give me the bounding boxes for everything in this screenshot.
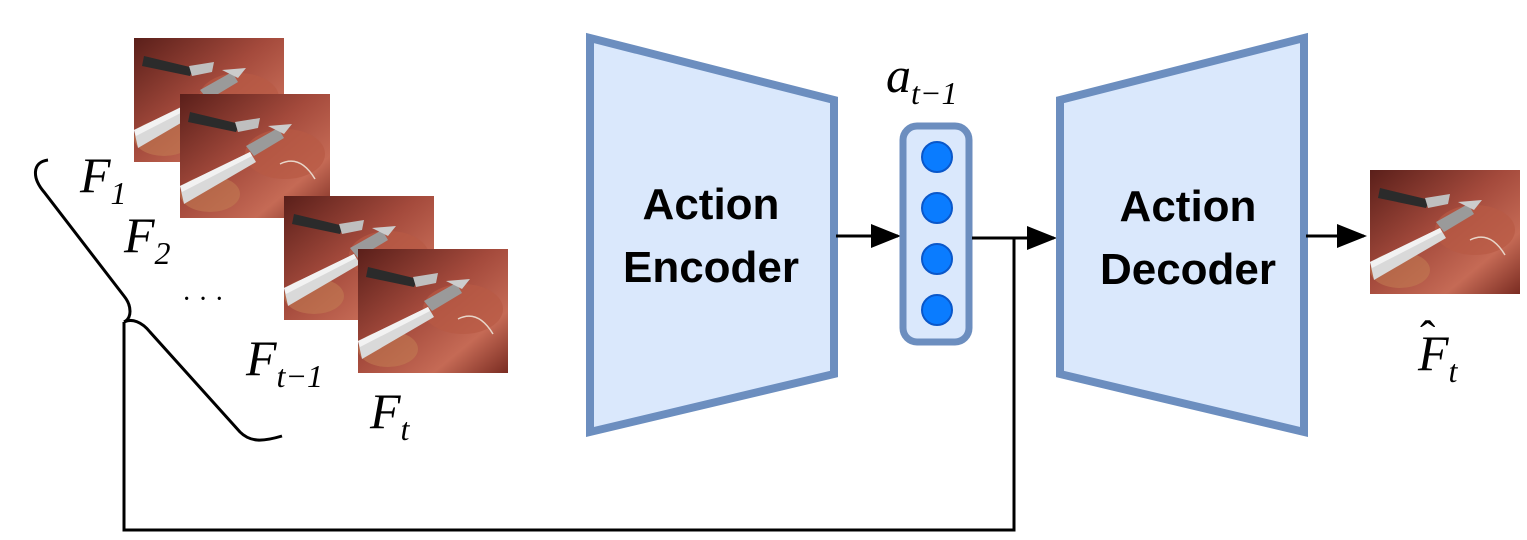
- latent-dot: [921, 141, 953, 173]
- action-encoder-block: [586, 32, 838, 438]
- decoder-label-line2: Decoder: [1100, 245, 1276, 294]
- frame-label-4: Ft: [369, 383, 411, 447]
- frame-label-3: Ft−1: [245, 330, 323, 394]
- latent-vector-box: [899, 122, 973, 346]
- action-decoder-block: [1056, 32, 1308, 438]
- frame-image-4: [357, 248, 509, 374]
- output-label-hat: ˆ: [1420, 311, 1435, 362]
- latent-dot: [921, 243, 953, 275]
- feedback-connector: [122, 238, 1016, 532]
- frame-ellipsis: · · ·: [182, 284, 224, 315]
- input-frames: [133, 37, 509, 374]
- encoder-label-line2: Encoder: [623, 243, 799, 292]
- frame-label-2: F2: [123, 207, 171, 271]
- encoder-label-line1: Action: [643, 180, 780, 229]
- latent-dot: [921, 294, 953, 326]
- decoder-label-line1: Action: [1120, 182, 1257, 231]
- output-label: Ft: [1417, 325, 1459, 389]
- output-frame-image: [1369, 169, 1521, 295]
- latent-dot: [921, 192, 953, 224]
- latent-dots: [921, 141, 953, 326]
- frame-label-1: F1: [79, 147, 127, 211]
- latent-label: at−1: [886, 47, 957, 111]
